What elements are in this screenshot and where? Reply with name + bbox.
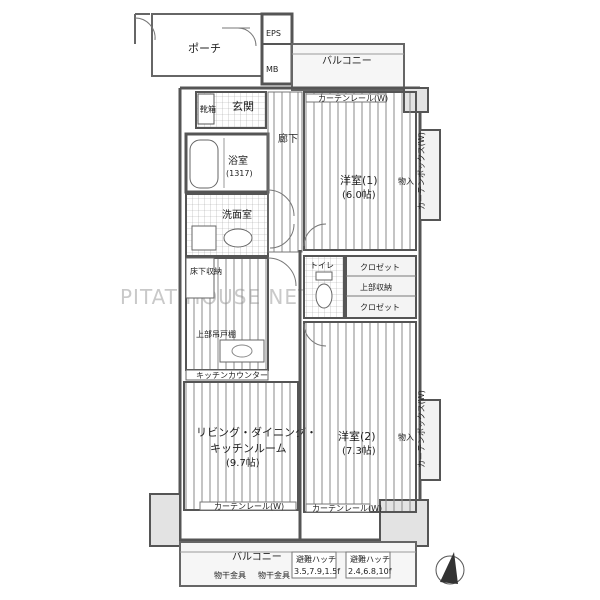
- curtain-box-1-label: カーテンボックス(W): [417, 132, 426, 210]
- north-arrow-icon: [435, 552, 465, 585]
- toilet: [303, 255, 345, 319]
- floor-storage-label: 床下収納: [190, 266, 222, 276]
- outer-walls: [149, 86, 441, 547]
- balcony-top: [291, 43, 405, 91]
- living-room: [183, 381, 299, 511]
- curtain-rail-bottom-left-label: カーテンレール(W): [214, 502, 284, 511]
- western-room-2-size: (7.3帖): [342, 444, 376, 457]
- kitchen-cabinet-label: 上部吊戸棚: [196, 329, 236, 339]
- corridor: [267, 91, 303, 253]
- western-room-1-size: (6.0帖): [342, 188, 376, 201]
- eps-label: EPS: [266, 29, 281, 38]
- bathroom-label: 浴室: [228, 154, 248, 167]
- curtain-rail-bottom-right-label: カーテンレール(W): [312, 504, 382, 513]
- closets: [345, 255, 417, 319]
- door-swings: [267, 189, 327, 347]
- entrance-label: 玄関: [232, 99, 254, 113]
- western-room-1-label: 洋室(1): [340, 173, 378, 187]
- closet-a-label: クロゼット: [360, 262, 400, 272]
- balcony-top-label: バルコニー: [322, 55, 372, 67]
- living-size-label: (9.7帖): [226, 456, 260, 469]
- hatch-1-label: 避難ハッチ: [296, 554, 336, 564]
- western-room-2: [303, 321, 417, 513]
- balcony-bottom-label: バルコニー: [232, 551, 282, 563]
- unit-2-label: 物干金具: [258, 570, 290, 580]
- bathroom-size-label: (1317): [226, 169, 253, 178]
- curtain-box-2-label: カーテンボックス(W): [417, 390, 426, 468]
- porch-label: ポーチ: [188, 42, 221, 55]
- unit-1-label: 物干金具: [214, 570, 246, 580]
- curtain-rail-top-label: カーテンレール(W): [318, 94, 388, 103]
- kitchen: [185, 257, 269, 381]
- mb-label: MB: [266, 65, 278, 74]
- hatch-2-label: 避難ハッチ: [350, 554, 390, 564]
- washroom-label: 洗面室: [222, 208, 252, 221]
- kitchen-room-label: キッチンルーム: [210, 442, 287, 455]
- western-room-2-label: 洋室(2): [338, 429, 376, 443]
- hatch-2-sub: 2.4,6.8,10f: [348, 567, 392, 576]
- washroom: [185, 193, 269, 257]
- shoe-box-label: 靴箱: [200, 104, 216, 114]
- hatch-1-sub: 3.5,7.9,1.5f: [294, 567, 340, 576]
- western-room-1: [303, 91, 417, 251]
- kitchen-counter-label: キッチンカウンター: [196, 371, 268, 380]
- entrance-area: [195, 91, 267, 129]
- balcony-bottom: [179, 541, 417, 587]
- living-label: リビング・ダイニング・: [196, 425, 317, 439]
- closet-2-label: 物入: [398, 432, 414, 442]
- closet-1-label: 物入: [398, 176, 414, 186]
- toilet-label: トイレ: [310, 261, 334, 270]
- upper-shelf-label: 上部収納: [360, 282, 392, 292]
- bathroom: [184, 132, 270, 194]
- corridor-label: 廊下: [278, 132, 298, 145]
- closet-b-label: クロゼット: [360, 302, 400, 312]
